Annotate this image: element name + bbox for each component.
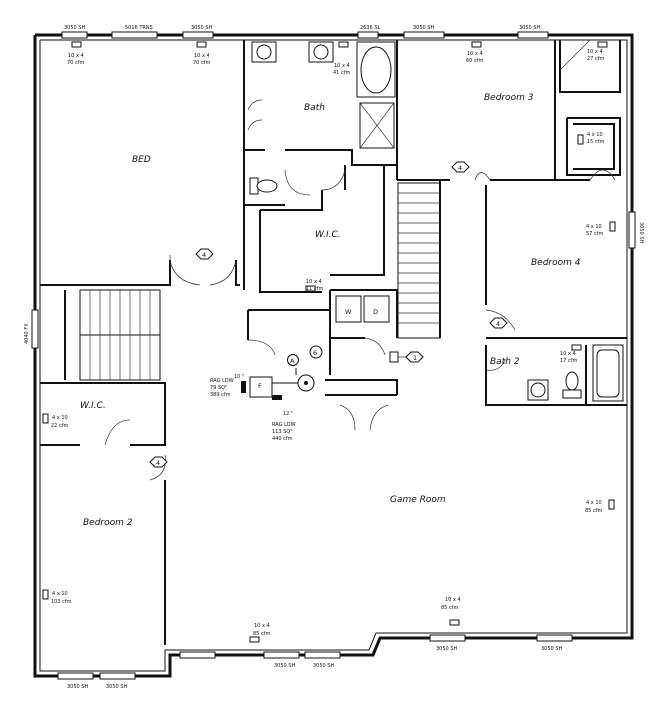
window-label: 3050 SH <box>106 684 127 690</box>
room-label-wic-left: W.I.C. <box>80 401 106 411</box>
room-label-bedroom2: Bedroom 2 <box>83 518 133 528</box>
register-cfm: 103 cfm <box>51 599 72 605</box>
register-cfm: 15 cfm <box>587 139 604 145</box>
register-cfm: 60 cfm <box>466 58 483 64</box>
register-size: 10 x 4 <box>254 623 270 629</box>
door-tag: 1 <box>413 354 417 362</box>
register-cfm: 85 cfm <box>253 631 270 637</box>
register-labels: 10 x 4 70 cfm 10 x 4 70 cfm 10 x 4 41 cf… <box>51 49 604 637</box>
bed-room: BED <box>40 40 245 290</box>
room-label-game-room: Game Room <box>390 495 446 505</box>
door-tag: 4 <box>496 320 500 328</box>
window-label: 3050 SH <box>638 222 644 243</box>
window-label: 3050 SH <box>436 646 457 652</box>
register-size: 10 x 4 <box>334 63 350 69</box>
room-label-bath: Bath <box>304 103 325 113</box>
register-size: 4 x 10 <box>52 415 68 421</box>
register-cfm: 85 cfm <box>441 605 458 611</box>
window-label: 2636 SL <box>360 25 380 31</box>
wic-left: W.I.C. <box>40 382 166 446</box>
washer-label: W <box>345 308 352 316</box>
exterior-walls <box>33 33 634 678</box>
room-label-bed: BED <box>132 155 151 165</box>
register-cfm: 70 cfm <box>67 60 84 66</box>
room-label-bath2: Bath 2 <box>490 357 520 367</box>
door-tags: 4 4 4 4 1 <box>149 161 508 468</box>
register-size: 10 x 4 <box>467 51 483 57</box>
return-dim: 10 " <box>234 374 244 380</box>
dryer-label: D <box>373 308 378 316</box>
room-label-bedroom3: Bedroom 3 <box>484 93 534 103</box>
window-label: 3050 SH <box>67 684 88 690</box>
bedroom-3: Bedroom 3 <box>474 39 621 181</box>
door-tag: 4 <box>202 251 206 259</box>
register-size: 4 x 10 <box>586 500 602 506</box>
window-label: 3050 SH <box>313 663 334 669</box>
return-area: 113 SQ" <box>272 429 293 435</box>
water-heater-label: A <box>290 357 295 365</box>
window-label: 3050 SH <box>519 25 540 31</box>
return-dim: 12 " <box>283 411 293 417</box>
return-area: 79 SQ" <box>210 385 227 391</box>
room-label-wic: W.I.C. <box>315 230 341 240</box>
register-cfm: 22 cfm <box>51 423 68 429</box>
toilet-closet <box>244 169 311 206</box>
register-cfm: 85 cfm <box>585 508 602 514</box>
register-cfm: 17 cfm <box>560 358 577 364</box>
window-label: 3050 SH <box>274 663 295 669</box>
return-cfm: 440 cfm <box>272 436 293 442</box>
center-stair <box>397 179 450 339</box>
master-bath: Bath <box>244 40 398 180</box>
left-stair <box>64 289 161 381</box>
door-tag-6: 6 <box>313 349 317 357</box>
room-label-bedroom4: Bedroom 4 <box>531 258 581 268</box>
hvac: F A 6 RAG LOW 79 SQ" 389 cfm 10 " RAG LO… <box>210 345 323 442</box>
furnace-label: F <box>258 382 262 390</box>
register-size: 10 x 4 <box>306 279 322 285</box>
register-cfm: 27 cfm <box>587 56 604 62</box>
windows-side: 3050 SH 4040 FX <box>24 211 644 349</box>
register-cfm: 11 cfm <box>306 286 323 292</box>
windows-top: 3050 SH 5016 TRNS 3050 SH 2636 SL 3050 S… <box>61 25 549 39</box>
wic-top: W.I.C. <box>259 165 385 293</box>
window-label: 3050 SH <box>191 25 212 31</box>
window-label: 3050 SH <box>64 25 85 31</box>
return-label: RAG LOW <box>272 422 296 428</box>
bedroom-4: Bedroom 4 <box>485 117 627 339</box>
register-size: 4 x 10 <box>52 591 68 597</box>
door-tag: 4 <box>458 164 462 172</box>
register-size: 10 x 4 <box>68 53 84 59</box>
register-size: 10 x 4 <box>560 351 576 357</box>
door-tag: 4 <box>156 459 160 467</box>
window-label: 3050 SH <box>413 25 434 31</box>
return-cfm: 389 cfm <box>210 392 231 398</box>
register-size: 10 x 4 <box>587 49 603 55</box>
bedroom-2: Bedroom 2 <box>83 454 166 645</box>
window-label: 5016 TRNS <box>125 25 153 31</box>
window-label: 4040 FX <box>24 323 30 344</box>
register-size: 4 x 10 <box>587 132 603 138</box>
register-cfm: 57 cfm <box>586 231 603 237</box>
supply-registers <box>42 41 616 643</box>
windows-bottom: 3050 SH 3050 SH 3050 SH 3050 SH 3050 SH … <box>57 634 573 690</box>
laundry-mech: W D <box>247 289 398 431</box>
return-label: RAG LOW <box>210 378 234 384</box>
register-size: 10 x 4 <box>445 597 461 603</box>
window-label: 3050 SH <box>541 646 562 652</box>
register-size: 4 x 10 <box>586 224 602 230</box>
register-cfm: 41 cfm <box>333 70 350 76</box>
register-cfm: 70 cfm <box>193 60 210 66</box>
register-size: 10 x 4 <box>194 53 210 59</box>
bath-2: Bath 2 <box>485 344 627 406</box>
